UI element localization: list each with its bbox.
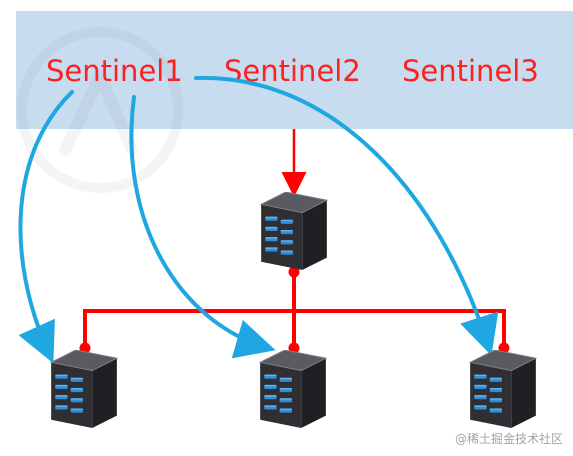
sentinel-banner — [16, 11, 573, 129]
background-watermark-logo — [17, 27, 183, 193]
server-icon — [469, 350, 537, 428]
center-replica-connection-node — [288, 342, 300, 354]
master-connection-node — [288, 266, 300, 278]
server-icon — [259, 350, 327, 428]
server-icon — [260, 192, 328, 270]
left-replica-connection-node — [79, 342, 91, 354]
sentinel1-monitor-left-replica-arrow — [18, 90, 74, 364]
left-replica-server — [50, 350, 118, 428]
server-icon — [50, 350, 118, 428]
center-replica-server — [259, 350, 327, 428]
master-replica-bus — [83, 309, 506, 348]
sentinel1-monitor-center-replica-arrow — [129, 95, 276, 359]
sentinel1-monitor-right-replica-arrow — [194, 75, 499, 356]
master-server — [260, 192, 328, 270]
right-replica-server — [469, 350, 537, 428]
footer-watermark: @稀土掘金技术社区 — [454, 432, 563, 446]
sentinel3-label: Sentinel3 — [402, 54, 539, 88]
sentinel1-label: Sentinel1 — [46, 54, 183, 88]
right-replica-connection-node — [498, 342, 510, 354]
